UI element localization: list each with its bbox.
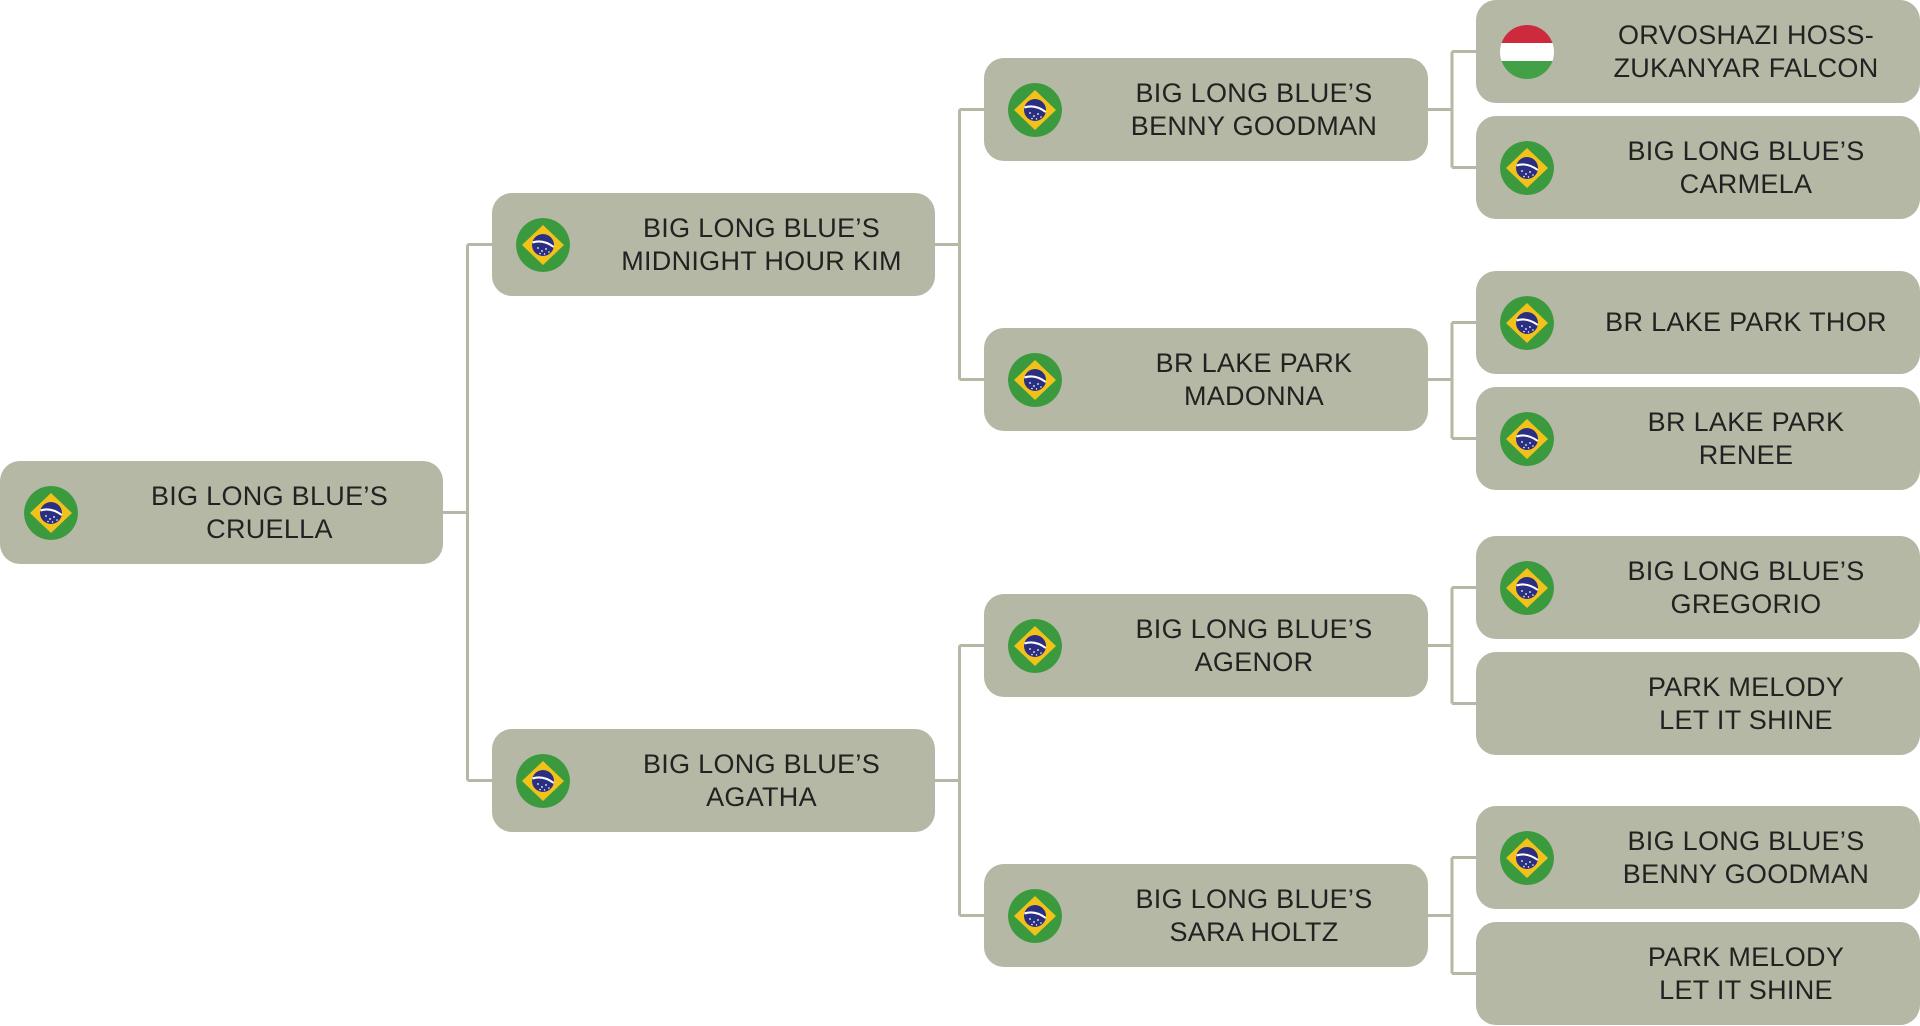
pedigree-node-dam-sire-dam[interactable]: PARK MELODY LET IT SHINE xyxy=(1476,652,1920,755)
node-name: BIG LONG BLUE’S SARA HOLTZ xyxy=(1135,883,1373,947)
node-name: ORVOSHAZI HOSS- ZUKANYAR FALCON xyxy=(1613,19,1879,83)
brazil-flag-icon xyxy=(1500,296,1554,350)
pedigree-node-sire-sire-dam[interactable]: BIG LONG BLUE’S CARMELA xyxy=(1476,116,1920,219)
brazil-flag-icon xyxy=(1500,412,1554,466)
node-name: PARK MELODY LET IT SHINE xyxy=(1647,671,1845,735)
brazil-flag-icon xyxy=(1500,831,1554,885)
brazil-flag-icon xyxy=(1008,353,1062,407)
pedigree-node-dam-dam[interactable]: BIG LONG BLUE’S SARA HOLTZ xyxy=(984,864,1428,967)
node-name: BIG LONG BLUE’S CRUELLA xyxy=(150,480,389,544)
pedigree-node-dam-sire[interactable]: BIG LONG BLUE’S AGENOR xyxy=(984,594,1428,697)
node-name: BIG LONG BLUE’S BENNY GOODMAN xyxy=(1130,77,1378,141)
pedigree-node-sire-sire[interactable]: BIG LONG BLUE’S BENNY GOODMAN xyxy=(984,58,1428,161)
pedigree-node-sire-dam[interactable]: BR LAKE PARK MADONNA xyxy=(984,328,1428,431)
brazil-flag-icon xyxy=(1500,561,1554,615)
brazil-flag-icon xyxy=(516,218,570,272)
node-name: BR LAKE PARK MADONNA xyxy=(1155,347,1353,411)
pedigree-node-dam-dam-sire[interactable]: BIG LONG BLUE’S BENNY GOODMAN xyxy=(1476,806,1920,909)
brazil-flag-icon xyxy=(516,754,570,808)
node-name: BIG LONG BLUE’S CARMELA xyxy=(1627,135,1865,199)
node-name: BR LAKE PARK RENEE xyxy=(1647,406,1845,470)
brazil-flag-icon xyxy=(1008,889,1062,943)
node-name: PARK MELODY LET IT SHINE xyxy=(1647,941,1845,1005)
pedigree-node-subject[interactable]: BIG LONG BLUE’S CRUELLA xyxy=(0,461,443,564)
brazil-flag-icon xyxy=(1500,141,1554,195)
pedigree-node-dam[interactable]: BIG LONG BLUE’S AGATHA xyxy=(492,729,935,832)
pedigree-node-dam-sire-sire[interactable]: BIG LONG BLUE’S GREGORIO xyxy=(1476,536,1920,639)
pedigree-node-sire-dam-dam[interactable]: BR LAKE PARK RENEE xyxy=(1476,387,1920,490)
node-name: BIG LONG BLUE’S GREGORIO xyxy=(1627,555,1865,619)
pedigree-node-sire[interactable]: BIG LONG BLUE’S MIDNIGHT HOUR KIM xyxy=(492,193,935,296)
node-name: BIG LONG BLUE’S AGENOR xyxy=(1135,613,1373,677)
brazil-flag-icon xyxy=(24,486,78,540)
hungary-flag-icon xyxy=(1500,25,1554,79)
node-name: BIG LONG BLUE’S MIDNIGHT HOUR KIM xyxy=(621,212,902,276)
node-name: BR LAKE PARK THOR xyxy=(1605,307,1887,337)
pedigree-node-sire-sire-sire[interactable]: ORVOSHAZI HOSS- ZUKANYAR FALCON xyxy=(1476,0,1920,103)
node-name: BIG LONG BLUE’S AGATHA xyxy=(642,748,881,812)
node-name: BIG LONG BLUE’S BENNY GOODMAN xyxy=(1622,825,1870,889)
brazil-flag-icon xyxy=(1008,619,1062,673)
pedigree-node-dam-dam-dam[interactable]: PARK MELODY LET IT SHINE xyxy=(1476,922,1920,1025)
pedigree-node-sire-dam-sire[interactable]: BR LAKE PARK THOR xyxy=(1476,271,1920,374)
brazil-flag-icon xyxy=(1008,83,1062,137)
